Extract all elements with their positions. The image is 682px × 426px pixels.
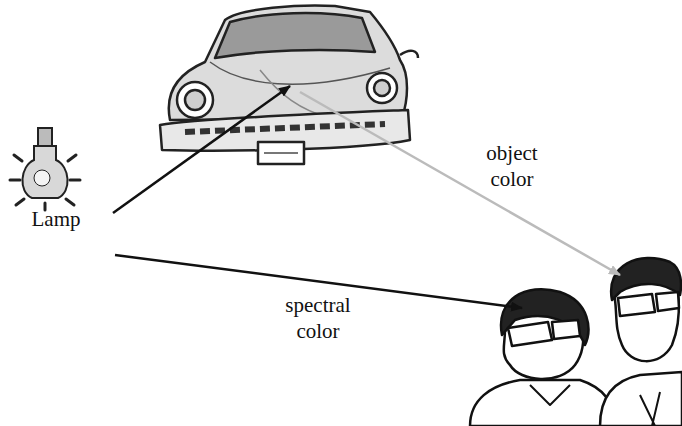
viewers-picture	[470, 258, 682, 426]
ray-label: object color	[467, 140, 557, 192]
lamp-label: Lamp	[11, 206, 101, 232]
ray-label: spectral color	[273, 292, 363, 344]
light-ray-arrow	[113, 86, 290, 213]
reflected-ray-arrow	[300, 92, 620, 275]
lamp-picture	[10, 128, 80, 210]
car-picture	[160, 6, 418, 164]
